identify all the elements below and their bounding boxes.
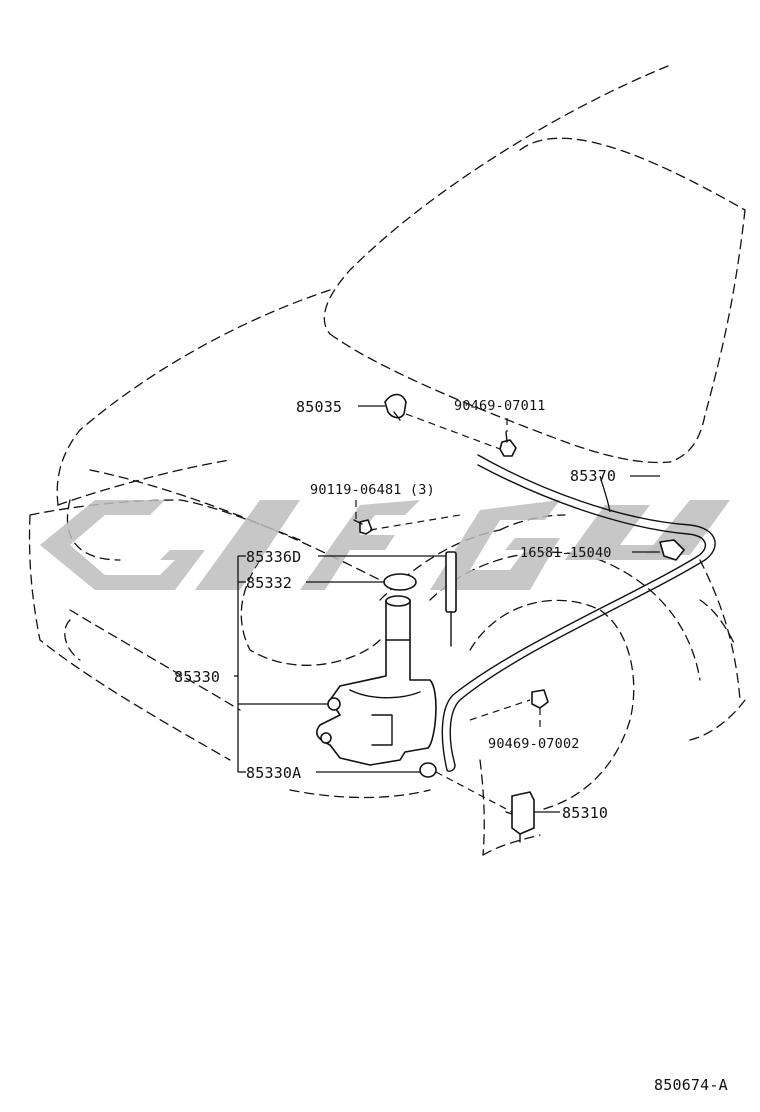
watermark-logo bbox=[40, 500, 730, 590]
figure-code: 850674-A bbox=[654, 1076, 728, 1094]
grommet-85330a-part bbox=[419, 762, 437, 778]
nozzle-85035-part bbox=[384, 393, 407, 421]
cap-85332-part bbox=[383, 573, 417, 591]
label-90119-06481: 90119-06481 (3) bbox=[310, 482, 435, 498]
label-16581-15040: 16581-15040 bbox=[520, 545, 612, 561]
label-85330a: 85330A bbox=[246, 764, 301, 782]
washer-hose bbox=[441, 454, 716, 772]
label-85035: 85035 bbox=[296, 398, 342, 416]
label-85310: 85310 bbox=[562, 804, 608, 822]
label-85370: 85370 bbox=[570, 467, 616, 485]
bracket-85336d-part bbox=[445, 551, 457, 647]
label-90469-07011: 90469-07011 bbox=[454, 398, 546, 414]
label-85332: 85332 bbox=[246, 574, 292, 592]
label-85330: 85330 bbox=[174, 668, 220, 686]
washer-tank-85330-part bbox=[315, 595, 437, 766]
clamp-90469-07011-part bbox=[499, 431, 517, 457]
washer-pump-85310-part bbox=[505, 791, 535, 843]
label-85336d: 85336D bbox=[246, 548, 301, 566]
clamp-90469-07002-part bbox=[531, 689, 549, 709]
bolt-90119-part bbox=[353, 519, 373, 535]
nozzle-16581-15040-part bbox=[659, 539, 685, 561]
leader-lines bbox=[234, 405, 660, 813]
label-90469-07002: 90469-07002 bbox=[488, 736, 580, 752]
part-labels: 85035 90469-07011 85370 90119-06481 (3) … bbox=[174, 398, 728, 1094]
